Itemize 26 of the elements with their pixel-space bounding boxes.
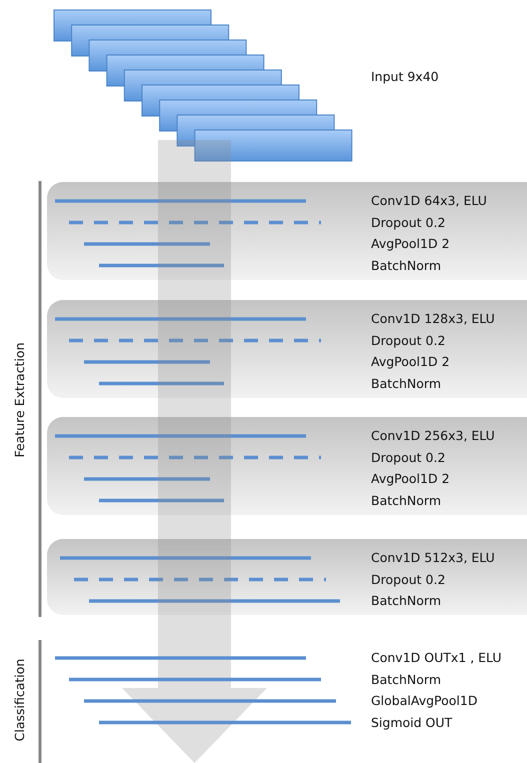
layer-label: BatchNorm xyxy=(371,593,442,609)
layer-label: Conv1D 512x3, ELU xyxy=(371,550,495,566)
layer-label: Conv1D 256x3, ELU xyxy=(371,428,495,444)
layer-group-band xyxy=(47,417,527,515)
layer-label: BatchNorm xyxy=(371,672,442,688)
layer-label: Conv1D OUTx1 , ELU xyxy=(371,650,502,666)
layer-label: Dropout 0.2 xyxy=(371,572,446,588)
layer-label: AvgPool1D 2 xyxy=(371,471,450,487)
layer-group-band xyxy=(47,182,527,280)
layer-label: Dropout 0.2 xyxy=(371,214,446,230)
layer-label: GlobalAvgPool1D xyxy=(371,693,478,709)
layer-label: Dropout 0.2 xyxy=(371,450,446,466)
layer-label: Conv1D 128x3, ELU xyxy=(371,311,495,327)
layer-label: BatchNorm xyxy=(371,258,442,274)
layer-label: Conv1D 64x3, ELU xyxy=(371,193,487,209)
layer-label: BatchNorm xyxy=(371,492,442,508)
layer-label: BatchNorm xyxy=(371,376,442,392)
layer-group-band xyxy=(47,539,527,615)
layer-label: AvgPool1D 2 xyxy=(371,354,450,370)
layer-label: AvgPool1D 2 xyxy=(371,236,450,252)
section-label: Feature Extraction xyxy=(12,342,28,458)
section-label: Classification xyxy=(12,658,28,742)
layer-group-band xyxy=(47,300,527,398)
layer-label: Dropout 0.2 xyxy=(371,332,446,348)
layer-label: Sigmoid OUT xyxy=(371,714,452,730)
input-label: Input 9x40 xyxy=(371,69,439,85)
